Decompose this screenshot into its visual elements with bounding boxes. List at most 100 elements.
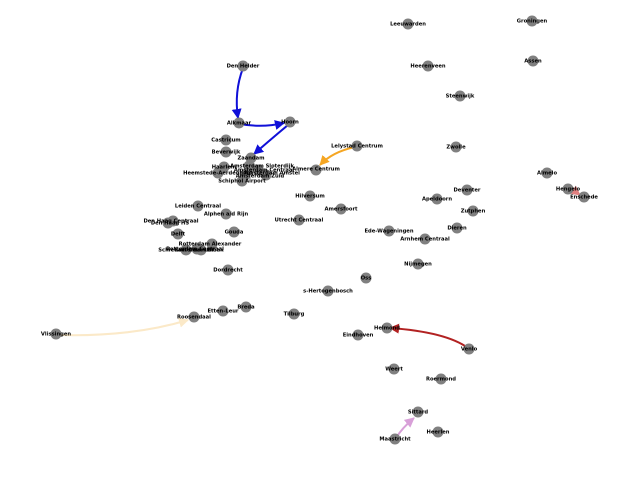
station-node-zutphen[interactable] [467, 205, 479, 217]
station-label-eindhoven: Eindhoven [343, 333, 374, 339]
station-node-beverwijk[interactable] [220, 146, 232, 158]
station-node-hengelo[interactable] [562, 183, 574, 195]
station-label-rotterdam-centraal: Rotterdam Centraal [166, 247, 224, 253]
station-node-oss[interactable] [360, 272, 372, 284]
station-label-utrecht: Utrecht Centraal [275, 218, 324, 224]
station-node-weert[interactable] [388, 363, 400, 375]
station-node-venlo[interactable] [463, 343, 475, 355]
station-node-arnhem[interactable] [419, 233, 431, 245]
station-node-leiden[interactable] [192, 200, 204, 212]
station-node-sittard[interactable] [412, 406, 424, 418]
station-node-amsterdam-sloterdijk[interactable] [243, 160, 255, 172]
station-node-den-haag-hs[interactable] [162, 217, 174, 229]
station-node-leeuwarden[interactable] [402, 18, 414, 30]
station-node-rotterdam-blaak[interactable] [195, 244, 207, 256]
station-node-tilburg[interactable] [288, 308, 300, 320]
station-label-maastricht: Maastricht [379, 437, 411, 443]
station-label-delft: Delft [171, 232, 186, 238]
station-label-weert: Weert [385, 367, 403, 373]
station-node-ede[interactable] [383, 225, 395, 237]
station-label-oss: Oss [361, 276, 372, 282]
station-node-schiedam[interactable] [180, 244, 192, 256]
station-node-etten-leur[interactable] [217, 305, 229, 317]
station-node-gouda[interactable] [228, 226, 240, 238]
station-label-den-helder: Den Helder [227, 64, 260, 70]
route-venlo-helmond [389, 323, 469, 349]
station-label-tilburg: Tilburg [284, 312, 305, 318]
station-node-eindhoven[interactable] [352, 329, 364, 341]
station-label-deventer: Deventer [454, 188, 481, 194]
station-label-almelo: Almelo [537, 171, 557, 177]
station-node-vlissingen[interactable] [50, 328, 62, 340]
station-node-den-helder[interactable] [237, 60, 249, 72]
station-label-groningen: Groningen [517, 19, 548, 25]
station-label-hilversum: Hilversum [295, 194, 325, 200]
station-label-leeuwarden: Leeuwarden [390, 22, 426, 28]
station-node-breda[interactable] [240, 301, 252, 313]
station-node-helmond[interactable] [381, 322, 393, 334]
station-label-den-bosch: s-Hertogenbosch [303, 289, 353, 295]
station-label-rotterdam-blaak: Rotterdam Blaak [174, 248, 224, 254]
station-node-rotterdam-alexander[interactable] [206, 238, 218, 250]
station-label-haarlem: Haarlem [212, 165, 237, 171]
station-label-almere: Almere Centrum [292, 167, 340, 173]
station-node-delft[interactable] [172, 228, 184, 240]
station-node-alphen[interactable] [220, 208, 232, 220]
route-vlissingen-roosendaal [57, 317, 189, 337]
station-node-maastricht[interactable] [389, 433, 401, 445]
station-node-schiphol[interactable] [236, 175, 248, 187]
station-node-heerenveen[interactable] [422, 60, 434, 72]
station-node-alkmaar[interactable] [233, 117, 245, 129]
station-node-deventer[interactable] [461, 184, 473, 196]
station-label-schiedam: Schiedam Centrum [158, 248, 213, 254]
station-node-dordrecht[interactable] [222, 264, 234, 276]
route-edges [57, 67, 581, 439]
station-node-enschede[interactable] [578, 191, 590, 203]
station-label-etten-leur: Etten-Leur [208, 309, 239, 315]
station-label-schiphol: Schiphol Airport [218, 179, 266, 185]
station-node-almelo[interactable] [541, 167, 553, 179]
station-label-roermond: Roermond [426, 377, 456, 383]
station-node-amersfoort[interactable] [335, 203, 347, 215]
station-node-castricum[interactable] [220, 134, 232, 146]
station-label-arnhem: Arnhem Centraal [400, 237, 450, 243]
station-label-amsterdam-centraal: Amsterdam Centraal [234, 168, 295, 174]
route-den-helder-alkmaar [231, 67, 244, 119]
station-node-hilversum[interactable] [304, 190, 316, 202]
station-node-utrecht[interactable] [293, 214, 305, 226]
station-node-den-bosch[interactable] [322, 285, 334, 297]
station-label-dordrecht: Dordrecht [213, 268, 243, 274]
station-label-alkmaar: Alkmaar [227, 121, 252, 127]
station-node-groningen[interactable] [526, 15, 538, 27]
station-label-enschede: Enschede [570, 195, 598, 201]
station-label-helmond: Helmond [374, 326, 400, 332]
station-node-amsterdam-amstel[interactable] [260, 169, 272, 181]
station-node-heerlen[interactable] [432, 426, 444, 438]
station-label-heerlen: Heerlen [427, 430, 450, 436]
station-label-rotterdam-alexander: Rotterdam Alexander [179, 242, 242, 248]
station-label-zwolle: Zwolle [446, 145, 466, 151]
station-node-roosendaal[interactable] [188, 311, 200, 323]
station-label-amersfoort: Amersfoort [324, 207, 358, 213]
station-node-almere[interactable] [310, 164, 322, 176]
station-label-dieren: Dieren [447, 226, 467, 232]
station-label-nijmegen: Nijmegen [404, 262, 432, 268]
station-node-amsterdam-centraal[interactable] [252, 164, 264, 176]
station-node-nijmegen[interactable] [412, 258, 424, 270]
station-node-dieren[interactable] [451, 222, 463, 234]
station-node-assen[interactable] [527, 55, 539, 67]
station-node-lelystad[interactable] [351, 140, 363, 152]
station-node-zwolle[interactable] [450, 141, 462, 153]
station-label-amsterdam-amstel: Amsterdam Amstel [244, 171, 300, 177]
station-labels: Leeuwarden Groningen Heerenveen Assen De… [41, 19, 598, 443]
station-label-lelystad: Lelystad Centrum [331, 144, 383, 150]
station-node-steenwijk[interactable] [454, 90, 466, 102]
station-nodes [50, 15, 590, 445]
station-node-roermond[interactable] [435, 373, 447, 385]
station-label-leiden: Leiden Centraal [175, 204, 221, 210]
station-label-steenwijk: Steenwijk [446, 94, 475, 100]
station-label-roosendaal: Roosendaal [177, 315, 211, 321]
station-node-hoorn[interactable] [284, 116, 296, 128]
station-node-heemstede[interactable] [212, 167, 224, 179]
station-node-apeldoorn[interactable] [431, 193, 443, 205]
